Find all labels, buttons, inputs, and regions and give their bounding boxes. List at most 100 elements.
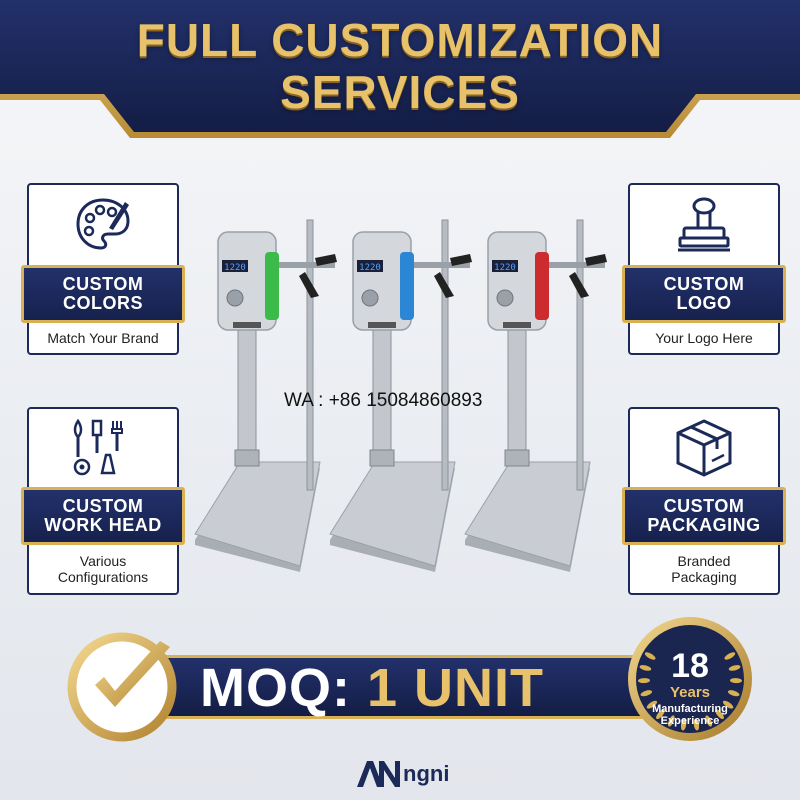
digital-display	[357, 260, 383, 272]
moq-section: MOQ: 1 UNIT	[0, 617, 800, 745]
badge-years: Years	[669, 684, 711, 701]
clamp-arm	[410, 262, 470, 268]
work-head	[234, 449, 260, 467]
work-head	[504, 449, 530, 467]
stand-base-top	[194, 461, 321, 567]
laurel-leaf	[639, 665, 652, 671]
feature-title-line-2: WORK HEAD	[44, 515, 162, 535]
stand-pole	[576, 219, 584, 491]
stamp-icon	[630, 185, 778, 263]
palette-icon	[29, 185, 177, 263]
stand-pole	[306, 219, 314, 491]
feature-card-logo: CUSTOM LOGO Your Logo Here	[622, 183, 786, 355]
laurel-leaf	[730, 678, 742, 684]
title-line-1: FULL CUSTOMIZATION	[136, 14, 664, 66]
feature-title-line-1: CUSTOM	[663, 274, 745, 294]
vent-slots	[368, 322, 396, 328]
product-image: 1220 1220 1220	[185, 200, 625, 600]
laurel-leaf	[722, 700, 734, 709]
feature-title-line-2: PACKAGING	[647, 515, 761, 535]
laurel-leaf	[724, 652, 736, 660]
feature-caption-line-1: Various	[79, 553, 127, 569]
digital-display	[222, 260, 248, 272]
laurel-leaf	[646, 700, 658, 709]
feature-caption-line-1: Branded	[677, 553, 731, 569]
tools-icon	[29, 409, 177, 487]
moq-value: 1 UNIT	[367, 658, 545, 718]
laurel-leaf	[667, 715, 675, 727]
checkmark-icon	[67, 632, 177, 742]
feature-title-line-1: CUSTOM	[62, 496, 144, 516]
color-accent-panel	[535, 252, 549, 320]
clamp-arm	[545, 262, 605, 268]
laurel-leaf	[680, 718, 687, 731]
laurel-leaf	[727, 690, 740, 697]
contact-text: WA : +86 15084860893	[284, 390, 483, 411]
clamp-knob	[450, 254, 472, 266]
clamp-handle	[299, 272, 319, 298]
display-readout: 1220	[224, 263, 246, 273]
disperser-shaft	[507, 329, 527, 461]
speed-knob	[226, 289, 244, 307]
laurel-wreath-icon	[628, 617, 752, 741]
feature-banner-colors: CUSTOM COLORS	[21, 265, 185, 323]
color-accent-panel	[265, 252, 279, 320]
laurel-leaf	[638, 678, 650, 684]
badge-number: 18	[671, 647, 709, 685]
stand-base-top	[329, 461, 456, 567]
moq-bar	[120, 655, 650, 719]
laurel-leaf	[693, 718, 700, 731]
feature-caption: Your Logo Here	[655, 330, 753, 346]
header-banner-shape	[0, 0, 800, 138]
header-banner: FULL CUSTOMIZATION SERVICES	[0, 0, 800, 140]
stand-base-top	[464, 461, 591, 567]
speed-knob	[496, 289, 514, 307]
clamp-knob	[585, 254, 607, 266]
clamp-handle	[434, 272, 454, 298]
feature-banner-packaging: CUSTOM PACKAGING	[622, 487, 786, 545]
badge-line-2: Experience	[660, 715, 720, 727]
laurel-leaf	[640, 690, 653, 697]
page-title: FULL CUSTOMIZATION SERVICES	[0, 14, 800, 118]
feature-banner-logo: CUSTOM LOGO	[622, 265, 786, 323]
color-accent-panel	[400, 252, 414, 320]
feature-title-line-1: CUSTOM	[62, 274, 144, 294]
feature-title-line-2: COLORS	[62, 293, 143, 313]
brand-logo: ngni	[355, 758, 449, 790]
disperser-shaft	[237, 329, 257, 461]
vent-slots	[503, 322, 531, 328]
feature-banner-work-head: CUSTOM WORK HEAD	[21, 487, 185, 545]
clamp-handle	[569, 272, 589, 298]
moq-label: MOQ:	[200, 658, 351, 718]
title-line-2: SERVICES	[280, 66, 520, 118]
feature-card-work-head: CUSTOM WORK HEAD Various Configurations	[21, 407, 185, 595]
vent-slots	[233, 322, 261, 328]
box-icon	[630, 409, 778, 487]
stand-pole	[441, 219, 449, 491]
clamp-knob	[315, 254, 337, 266]
feature-caption: Various Configurations	[29, 553, 177, 585]
moq-text: MOQ: 1 UNIT	[200, 659, 544, 717]
speed-knob	[361, 289, 379, 307]
laurel-leaf	[656, 709, 665, 720]
feature-caption: Branded Packaging	[630, 553, 778, 585]
feature-caption: Match Your Brand	[47, 330, 159, 346]
feature-caption-line-2: Packaging	[671, 569, 737, 585]
digital-display	[492, 260, 518, 272]
feature-card-colors: CUSTOM COLORS Match Your Brand	[21, 183, 185, 355]
display-readout: 1220	[359, 263, 381, 273]
work-head	[369, 449, 395, 467]
laurel-leaf	[705, 715, 713, 727]
feature-title-line-2: LOGO	[676, 293, 732, 313]
laurel-leaf	[715, 709, 724, 720]
feature-title-line-1: CUSTOM	[663, 496, 745, 516]
feature-card-packaging: CUSTOM PACKAGING Branded Packaging	[622, 407, 786, 595]
brand-name: ngni	[403, 761, 450, 786]
brand-mark-icon	[357, 761, 400, 787]
homogenizer-illustration: 1220 1220 1220	[194, 219, 607, 572]
badge-subtitle: Manufacturing Experience	[640, 703, 740, 727]
laurel-leaf	[644, 652, 656, 660]
feature-caption-line-2: Configurations	[57, 569, 149, 585]
display-readout: 1220	[494, 263, 516, 273]
badge-line-1: Manufacturing	[652, 703, 728, 715]
